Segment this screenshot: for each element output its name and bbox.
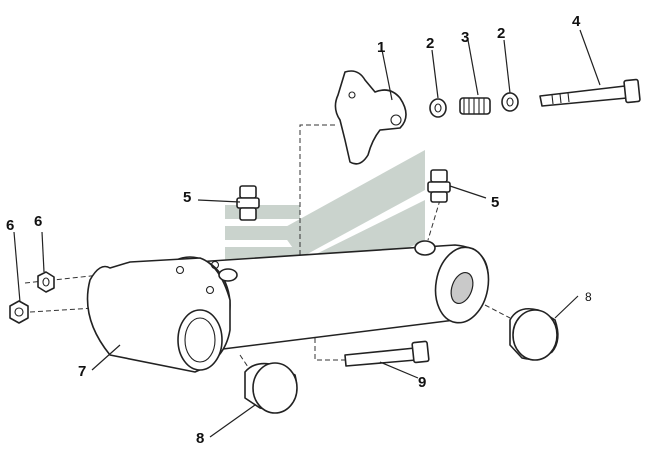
callout-1: 1 bbox=[377, 39, 385, 56]
callout-8-upper: 8 bbox=[585, 290, 592, 304]
nut-part-6-lower bbox=[9, 300, 29, 324]
bushing-part-8-upper bbox=[509, 307, 559, 361]
grease-fitting-part-5-right bbox=[427, 169, 451, 203]
callout-6-left: 6 bbox=[6, 217, 14, 234]
bolt-part-4 bbox=[539, 78, 641, 107]
callout-6-right: 6 bbox=[34, 213, 42, 230]
callout-2-right: 2 bbox=[497, 25, 505, 42]
bolt-part-9 bbox=[344, 340, 430, 367]
callout-9: 9 bbox=[418, 374, 426, 391]
callout-8-lower: 8 bbox=[196, 430, 204, 447]
housing-part-7 bbox=[86, 240, 490, 373]
leader-lines bbox=[13, 29, 601, 438]
grease-fitting-part-5-left bbox=[236, 185, 260, 221]
callout-3: 3 bbox=[461, 29, 469, 46]
spring-part-3 bbox=[459, 97, 491, 115]
callout-7: 7 bbox=[78, 363, 86, 380]
callout-4: 4 bbox=[572, 13, 581, 30]
nut-part-6-upper bbox=[37, 271, 55, 293]
bushing-part-8-lower bbox=[244, 362, 298, 414]
callout-5-right: 5 bbox=[491, 194, 499, 211]
washer-part-2-right bbox=[501, 92, 519, 112]
washer-part-2-left bbox=[429, 98, 447, 118]
bracket-part-1 bbox=[334, 70, 407, 165]
callout-5-left: 5 bbox=[183, 189, 191, 206]
callout-2-left: 2 bbox=[426, 35, 434, 52]
